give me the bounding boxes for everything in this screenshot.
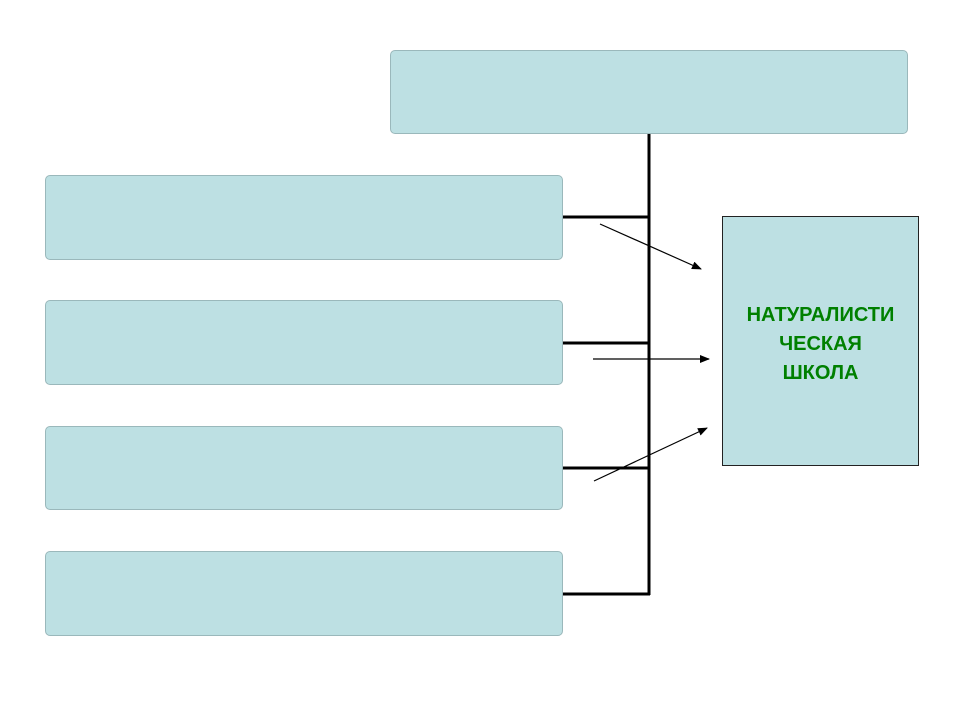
- arrow-1: [599, 223, 702, 270]
- top-box: [390, 50, 908, 134]
- naturalist-school-box: НАТУРАЛИСТИ ЧЕСКАЯ ШКОЛА: [722, 216, 919, 466]
- left-box-3: [45, 426, 563, 510]
- left-box-1: [45, 175, 563, 260]
- naturalist-school-label: НАТУРАЛИСТИ ЧЕСКАЯ ШКОЛА: [746, 304, 895, 384]
- left-box-4: [45, 551, 563, 636]
- left-box-2: [45, 300, 563, 385]
- arrow-3: [593, 427, 708, 482]
